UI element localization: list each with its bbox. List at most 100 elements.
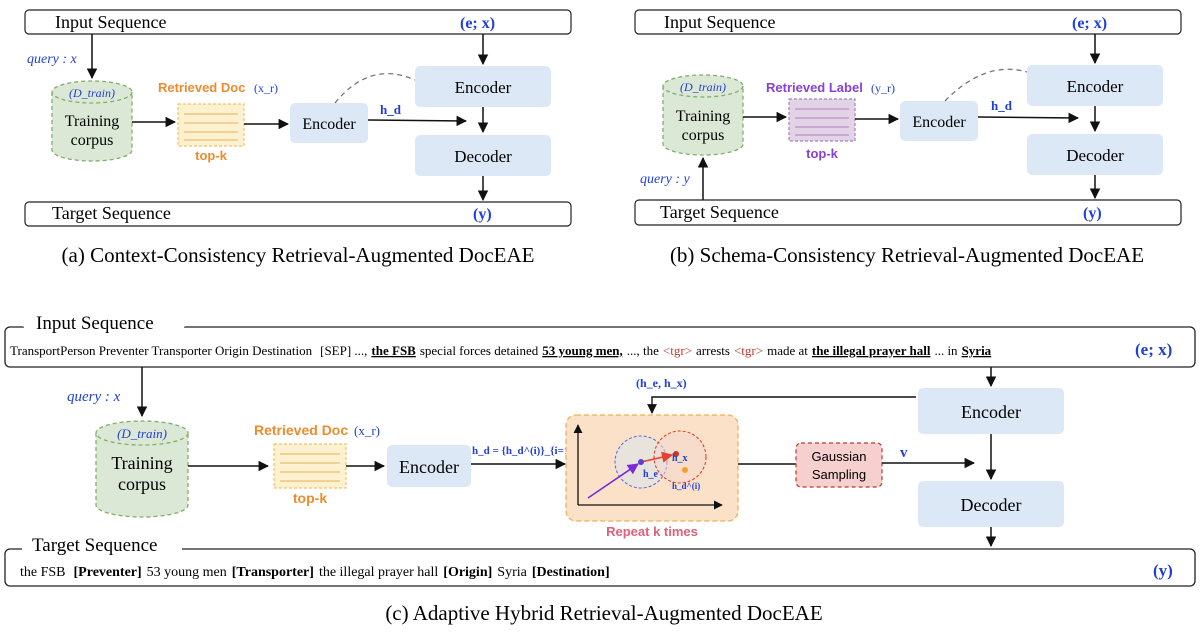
corpus-sub: (D_train)	[680, 80, 726, 94]
target-sequence-title: Target Sequence	[660, 202, 779, 222]
point-he	[638, 459, 644, 465]
corpus-sub: (D_train)	[117, 426, 167, 441]
encoder-label: Encoder	[961, 402, 1021, 422]
sampling-line2: Sampling	[812, 467, 866, 482]
retrieved-label-stack	[788, 98, 856, 142]
training-corpus: (D_train) Training corpus	[662, 74, 744, 156]
label-hd: h_d^(i)	[672, 481, 700, 491]
label-he: h_e	[643, 469, 659, 480]
target-sequence-title: Target Sequence	[52, 203, 171, 223]
entity-3: the illegal prayer hall	[812, 343, 931, 358]
corpus-line1: Training	[676, 108, 731, 125]
entity-4: Syria	[962, 343, 992, 358]
topk-label: top-k	[195, 148, 228, 163]
small-encoder-label: Encoder	[399, 457, 459, 477]
input-sequence-box	[634, 9, 1182, 35]
repeat-k-box: h_e h_x h_d^(i)	[565, 414, 739, 522]
sampling-line1: Gaussian	[812, 449, 867, 464]
gaussian-sampling-box: Gaussian Sampling	[795, 442, 883, 488]
tgr-1: <tgr>	[663, 343, 692, 358]
input-sequence-var: (e; x)	[1135, 340, 1172, 359]
role-origin: [Origin]	[443, 565, 492, 580]
retrieved-doc-title: Retrieved Doc	[254, 422, 348, 438]
retrieved-doc-title: Retrieved Doc	[158, 80, 245, 95]
point-hd	[682, 467, 688, 473]
small-encoder-label: Encoder	[912, 114, 966, 131]
corpus-line2: corpus	[682, 127, 725, 144]
encoder-box	[1027, 65, 1163, 106]
topk-label: top-k	[806, 146, 839, 161]
sep-text: [SEP] ...,	[320, 343, 367, 358]
retrieved-label-title: Retrieved Label	[766, 80, 863, 95]
input-sequence-var: (e; x)	[1072, 15, 1107, 32]
tgr-2: <tgr>	[734, 343, 763, 358]
repeat-label: Repeat k times	[606, 524, 698, 539]
query-label: query : x	[67, 389, 121, 405]
corpus-line1: Training	[111, 453, 172, 473]
target-sequence-box	[4, 548, 1196, 587]
target-sequence-text: the FSB[Preventer]53 young men[Transport…	[20, 565, 610, 580]
encoder-box	[918, 388, 1064, 434]
label-hx: h_x	[672, 453, 688, 464]
input-sequence-text: TransportPerson Preventer Transporter Or…	[10, 343, 992, 358]
query-label: query : x	[27, 52, 78, 67]
retrieved-doc-var: (x_r)	[254, 81, 278, 95]
encoder-box	[415, 66, 551, 107]
retrieved-doc-stack	[177, 103, 245, 147]
input-sequence-title: Input Sequence	[55, 12, 166, 32]
retrieved-label-var: (y_r)	[871, 81, 895, 95]
retrieved-doc-stack	[273, 443, 347, 489]
entity-1: the FSB	[371, 343, 416, 358]
panel-c: Input Sequence TransportPerson Preventer…	[4, 313, 1196, 625]
caption-a: (a) Context-Consistency Retrieval-Augmen…	[62, 243, 535, 267]
small-encoder-box	[290, 103, 368, 143]
small-encoder-box	[900, 101, 978, 141]
entity-2: 53 young men,	[542, 343, 623, 358]
target-sequence-box	[24, 201, 572, 227]
small-encoder-label: Encoder	[302, 116, 356, 133]
roles-text: TransportPerson Preventer Transporter Or…	[10, 343, 313, 358]
panel-a: Input Sequence (e; x) query : x (D_train…	[24, 9, 572, 267]
corpus-sub: (D_train)	[69, 86, 115, 100]
caption-c: (c) Adaptive Hybrid Retrieval-Augmented …	[385, 601, 822, 625]
target-sequence-var: (y)	[473, 206, 492, 223]
decoder-label: Decoder	[454, 147, 512, 166]
role-preventer: [Preventer]	[74, 565, 142, 580]
hd-label: h_d	[991, 98, 1013, 113]
input-sequence-title: Input Sequence	[664, 12, 775, 32]
corpus-line2: corpus	[71, 132, 114, 149]
point-hx	[673, 451, 679, 457]
input-sequence-box	[24, 9, 572, 35]
target-sequence-box	[634, 199, 1182, 226]
input-sequence-title: Input Sequence	[36, 313, 154, 334]
role-transporter: [Transporter]	[232, 565, 314, 580]
target-sequence-title: Target Sequence	[32, 535, 157, 556]
caption-b: (b) Schema-Consistency Retrieval-Augment…	[670, 243, 1144, 267]
query-label: query : y	[640, 172, 691, 187]
encoder-label: Encoder	[1067, 77, 1124, 96]
training-corpus: (D_train) Training corpus	[95, 420, 189, 518]
v-label: v	[900, 445, 908, 461]
corpus-line1: Training	[65, 113, 120, 130]
hd-equation: h_d = {h_d^(i)}_{i=1}^k	[472, 445, 587, 457]
corpus-line2: corpus	[118, 474, 166, 494]
hd-label: h_d	[380, 102, 402, 117]
decoder-label: Decoder	[961, 495, 1022, 515]
decoder-box	[1027, 134, 1163, 175]
small-encoder-box	[387, 445, 471, 487]
panel-b: Input Sequence (e; x) (D_train) Training…	[634, 9, 1182, 267]
target-sequence-var: (y)	[1083, 205, 1102, 222]
input-sequence-var: (e; x)	[460, 15, 495, 32]
target-sequence-var: (y)	[1153, 561, 1173, 580]
decoder-box	[918, 481, 1064, 527]
encoder-label: Encoder	[455, 78, 512, 97]
training-corpus: (D_train) Training corpus	[51, 80, 133, 162]
role-destination: [Destination]	[532, 565, 610, 580]
decoder-label: Decoder	[1066, 146, 1124, 165]
input-sequence-box	[4, 326, 1196, 368]
topk-label: top-k	[293, 490, 327, 506]
he-hx-label: (h_e, h_x)	[636, 376, 687, 390]
decoder-box	[415, 135, 551, 176]
retrieved-doc-var: (x_r)	[354, 423, 380, 438]
